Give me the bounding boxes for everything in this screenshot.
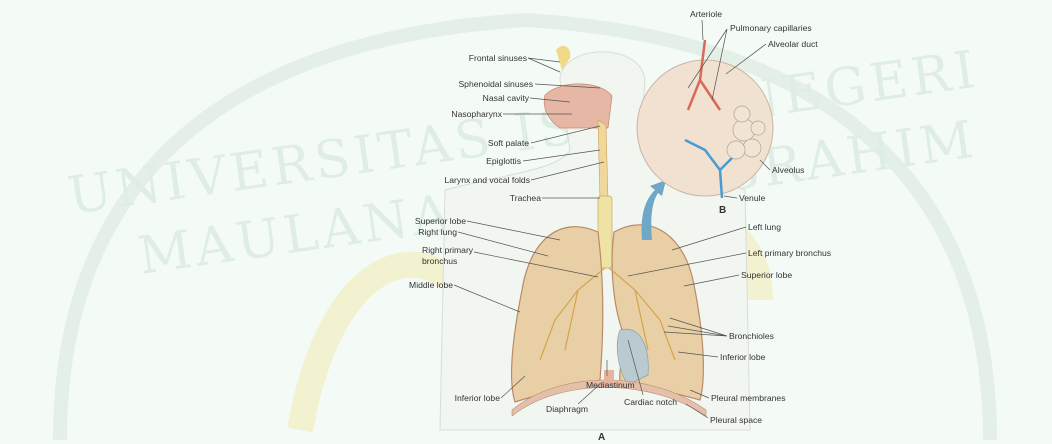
label-alveolus: Alveolus — [772, 165, 804, 175]
label-venule: Venule — [739, 193, 766, 203]
label-middle-lobe: Middle lobe — [409, 280, 453, 290]
label-soft-palate: Soft palate — [488, 138, 529, 148]
label-pleural-membranes: Pleural membranes — [711, 393, 786, 403]
label-diaphragm: Diaphragm — [546, 404, 588, 414]
label-pulmonary-capillaries: Pulmonary capillaries — [730, 23, 812, 33]
label-right-primary-bronchus-1: Right primary — [422, 245, 474, 255]
label-sphenoidal-sinuses: Sphenoidal sinuses — [458, 79, 533, 89]
label-frontal-sinuses: Frontal sinuses — [469, 53, 527, 63]
label-superior-lobe-right: Superior lobe — [415, 216, 466, 226]
label-superior-lobe-left: Superior lobe — [741, 270, 792, 280]
label-inferior-lobe-right: Inferior lobe — [455, 393, 501, 403]
label-epiglottis: Epiglottis — [486, 156, 521, 166]
label-right-lung: Right lung — [418, 227, 457, 237]
label-larynx: Larynx and vocal folds — [444, 175, 530, 185]
label-alveolar-duct: Alveolar duct — [768, 39, 818, 49]
label-inferior-lobe-left: Inferior lobe — [720, 352, 766, 362]
label-arteriole: Arteriole — [690, 9, 722, 19]
label-trachea: Trachea — [510, 193, 541, 203]
label-pleural-space: Pleural space — [710, 415, 762, 425]
label-bronchioles: Bronchioles — [729, 331, 774, 341]
label-left-primary-bronchus: Left primary bronchus — [748, 248, 831, 258]
label-left-lung: Left lung — [748, 222, 781, 232]
label-mediastinum: Mediastinum — [586, 380, 635, 390]
nasal-cavity-shape — [544, 84, 612, 128]
label-cardiac-notch: Cardiac notch — [624, 397, 677, 407]
label-nasal-cavity: Nasal cavity — [483, 93, 530, 103]
panel-label-a: A — [598, 432, 605, 443]
label-nasopharynx: Nasopharynx — [451, 109, 502, 119]
panel-label-b: B — [719, 205, 726, 216]
label-right-primary-bronchus-2: bronchus — [422, 256, 457, 266]
